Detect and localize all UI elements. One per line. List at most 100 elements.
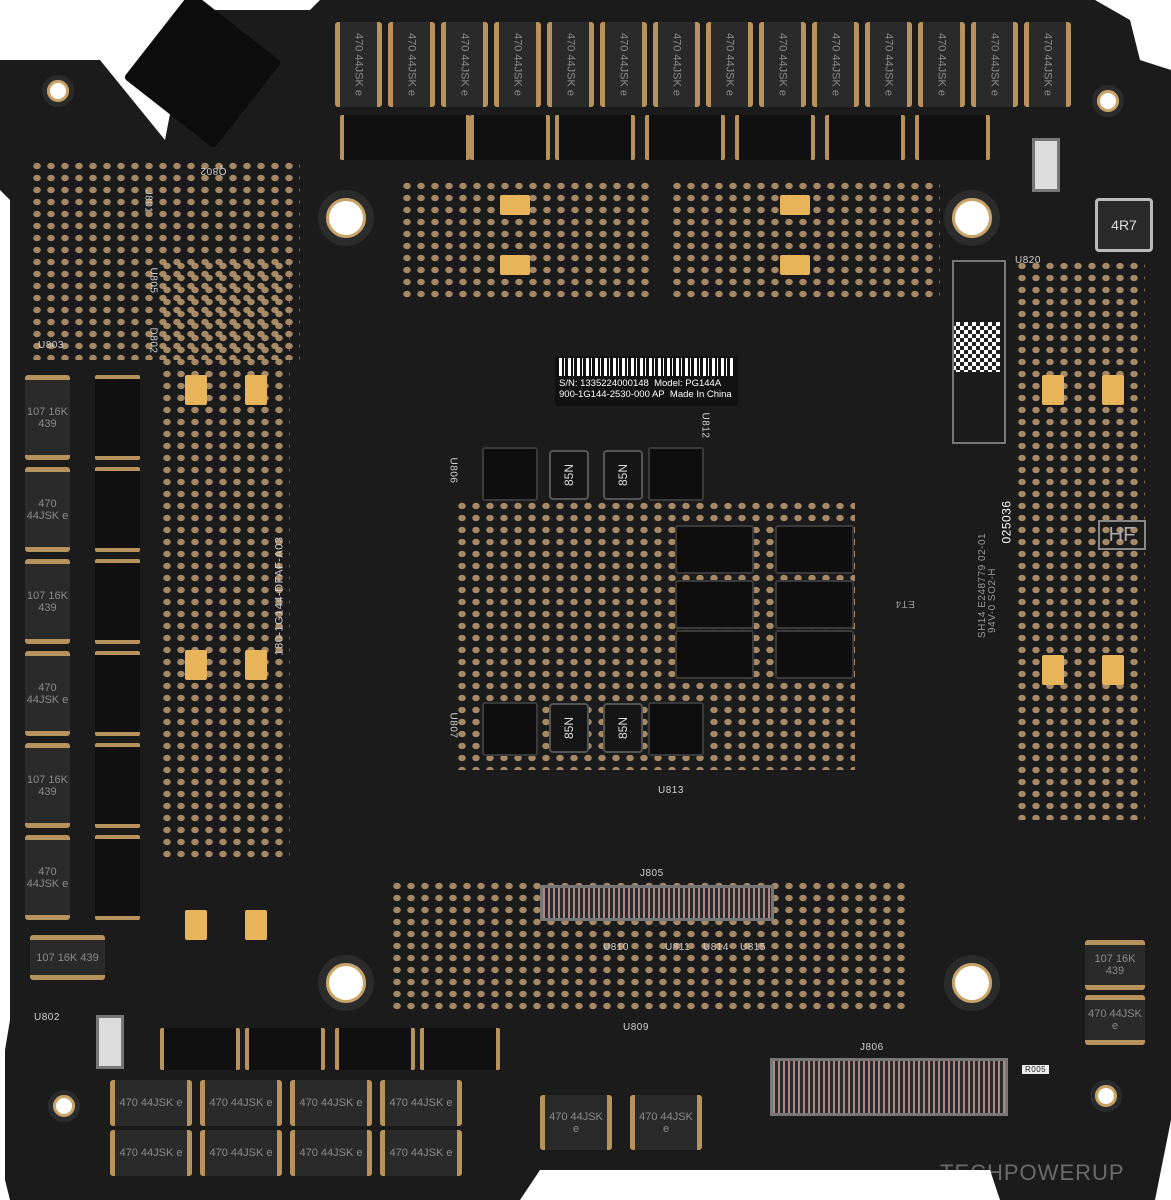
bottom-inductor: 470 44JSK e (200, 1080, 282, 1126)
capacitor-block (160, 1028, 240, 1070)
capacitor-block (645, 115, 725, 160)
gold-pad (500, 195, 530, 215)
left-inductor: 107 16K 439 (25, 375, 70, 460)
bottom-inductor: 470 44JSK e (200, 1130, 282, 1176)
ref-u811: U811 (665, 942, 691, 953)
left-inductor: 470 44JSK e (25, 835, 70, 920)
mosfet: 85N (603, 450, 643, 500)
top-inductor: 470 44JSK e (547, 22, 594, 107)
gold-pad (185, 910, 207, 940)
ref-d802: D802 (147, 327, 159, 354)
mosfet: 85N (549, 450, 589, 500)
model-number: Model: PG144A (654, 378, 722, 389)
mounting-hole (1092, 85, 1124, 117)
qr-code (952, 322, 1000, 372)
label-outline (952, 260, 1006, 444)
barcode (559, 358, 734, 376)
gold-pad (500, 255, 530, 275)
inductor-block (675, 525, 754, 574)
gold-pad (1042, 655, 1064, 685)
mosfet: 85N (549, 703, 589, 753)
et4-mark: ET4 (895, 598, 915, 609)
hf-mark: HF (1098, 520, 1146, 550)
bottom-inductor: 470 44JSK e (540, 1095, 612, 1150)
smd-area (30, 160, 300, 360)
bottom-inductor: 470 44JSK e (290, 1130, 372, 1176)
mosfet: 85N (603, 703, 643, 753)
gold-pad (780, 195, 810, 215)
inductor-block (775, 630, 854, 679)
ref-u805: U805 (147, 267, 159, 294)
inductor-block (775, 525, 854, 574)
top-inductor: 470 44JSK e (971, 22, 1018, 107)
ref-u806: U806 (447, 457, 459, 484)
gold-pad (245, 910, 267, 940)
capacitor-block (95, 743, 140, 828)
ref-r005: R005 (1022, 1065, 1050, 1074)
capacitor-block (95, 375, 140, 460)
ref-j805: J805 (640, 868, 664, 879)
capacitor-block (735, 115, 815, 160)
mounting-hole (1090, 1080, 1122, 1112)
right-inductor: 470 44JSK e (1085, 995, 1145, 1045)
capacitor-block (470, 115, 550, 160)
mounting-hole (944, 955, 1000, 1011)
capacitor-block (335, 1028, 415, 1070)
capacitor-block (555, 115, 635, 160)
inductor-block (675, 580, 754, 629)
inductor-4r7: 4R7 (1095, 198, 1153, 252)
capacitor-block (95, 559, 140, 644)
gold-pad (185, 375, 207, 405)
capacitor-block (825, 115, 905, 160)
ref-u807: U807 (447, 712, 459, 739)
left-inductor: 107 16K 439 (30, 935, 105, 980)
top-inductor: 470 44JSK e (865, 22, 912, 107)
board-id: 180-1G144-DFAF-A03 (273, 536, 286, 656)
mounting-hole (318, 190, 374, 246)
driver-chip (648, 447, 704, 501)
driver-chip (482, 702, 538, 756)
gold-pad (245, 650, 267, 680)
ref-j801: J801 (142, 189, 154, 214)
gold-pad (780, 255, 810, 275)
top-inductor: 470 44JSK e (812, 22, 859, 107)
mounting-hole (48, 1090, 80, 1122)
gold-pad (185, 650, 207, 680)
serial-number: S/N: 1335224000148 (559, 378, 649, 389)
board-connector-j805 (540, 885, 774, 921)
capacitor-block (95, 835, 140, 920)
top-inductor: 470 44JSK e (600, 22, 647, 107)
bottom-inductor: 470 44JSK e (630, 1095, 702, 1150)
ul-code: 025036 (999, 500, 1014, 544)
bottom-inductor: 470 44JSK e (380, 1080, 462, 1126)
origin: Made In China (669, 389, 732, 400)
inductor-block (675, 630, 754, 679)
bottom-inductor: 470 44JSK e (290, 1080, 372, 1126)
top-inductor: 470 44JSK e (759, 22, 806, 107)
top-inductor: 470 44JSK e (388, 22, 435, 107)
right-inductor: 107 16K 439 (1085, 940, 1145, 990)
smd-area (1015, 260, 1145, 820)
top-inductor: 470 44JSK e (494, 22, 541, 107)
ref-u815: U815 (740, 942, 766, 953)
gold-pad (1102, 375, 1124, 405)
capacitor-block (245, 1028, 325, 1070)
ref-u803: U803 (38, 340, 64, 351)
capacitor-block (915, 115, 990, 160)
top-inductor: 470 44JSK e (335, 22, 382, 107)
ref-u814: U814 (703, 942, 729, 953)
ref-q802: Q802 (200, 165, 227, 176)
ref-u813: U813 (658, 785, 684, 796)
gold-pad (1042, 375, 1064, 405)
inductor-block (775, 580, 854, 629)
smd-area (160, 260, 290, 860)
ref-u809: U809 (623, 1022, 649, 1033)
capacitor-block (95, 467, 140, 552)
top-inductor: 470 44JSK e (653, 22, 700, 107)
mounting-hole (42, 75, 74, 107)
top-inductor: 470 44JSK e (441, 22, 488, 107)
mounting-hole (944, 190, 1000, 246)
capacitor-block (340, 115, 470, 160)
bottom-inductor: 470 44JSK e (380, 1130, 462, 1176)
top-inductor: 470 44JSK e (706, 22, 753, 107)
